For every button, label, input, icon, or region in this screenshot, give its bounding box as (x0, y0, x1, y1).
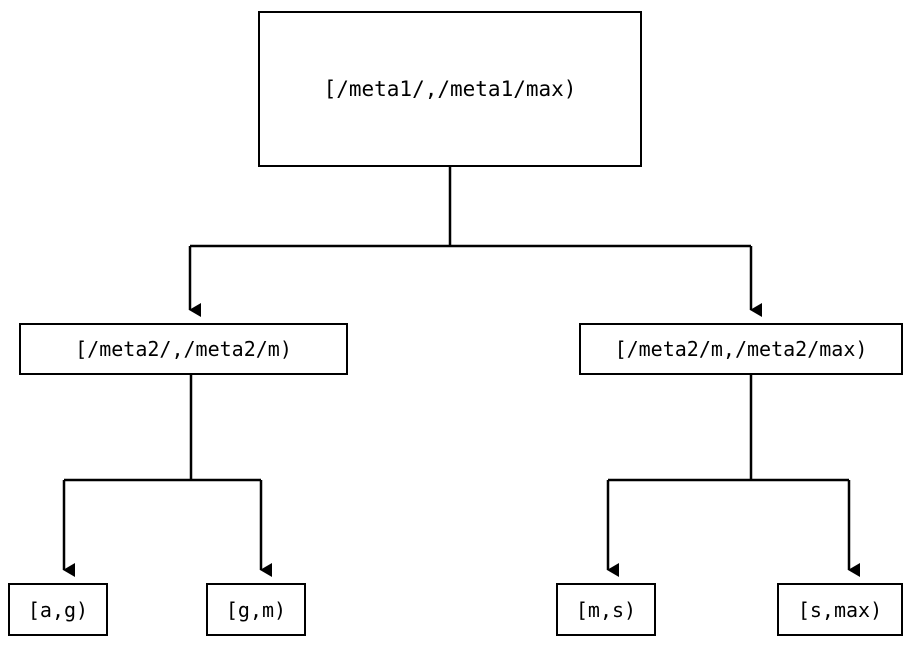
tree-node-root[interactable]: [/meta1/,/meta1/max) (258, 11, 642, 167)
tree-node-leaf-g-m[interactable]: [g,m) (206, 583, 306, 636)
tree-node-leaf-g-m-label: [g,m) (225, 597, 287, 622)
tree-node-left-mid-label: [/meta2/,/meta2/m) (75, 337, 292, 361)
tree-node-leaf-m-s-label: [m,s) (575, 597, 637, 622)
edge-root-to-left-mid (188, 167, 751, 317)
tree-node-leaf-m-s[interactable]: [m,s) (556, 583, 656, 636)
tree-node-leaf-a-g-label: [a,g) (27, 597, 89, 622)
edge-left-mid-to-leaf-ag (62, 375, 261, 577)
tree-node-right-mid[interactable]: [/meta2/m,/meta2/max) (579, 323, 903, 375)
tree-node-left-mid[interactable]: [/meta2/,/meta2/m) (19, 323, 348, 375)
tree-node-root-label: [/meta1/,/meta1/max) (323, 77, 577, 101)
tree-node-leaf-s-max[interactable]: [s,max) (777, 583, 903, 636)
tree-node-right-mid-label: [/meta2/m,/meta2/max) (614, 337, 868, 361)
tree-node-leaf-s-max-label: [s,max) (797, 597, 883, 622)
tree-node-leaf-a-g[interactable]: [a,g) (8, 583, 108, 636)
edge-right-mid-to-leaf-ms (606, 375, 849, 577)
